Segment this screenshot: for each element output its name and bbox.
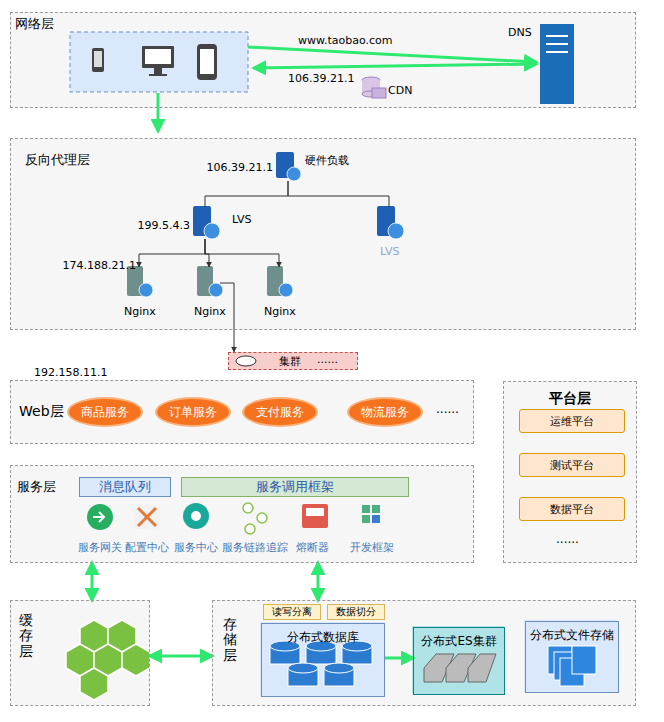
text-label: ......	[436, 402, 459, 416]
flow-arrow	[91, 563, 94, 600]
node-heading: 缓存层	[19, 613, 33, 659]
link-line	[288, 181, 389, 207]
cluster-box: 集群......	[228, 352, 358, 370]
layer-band: 存储层 读写分离 数据切分分布式数据库 分布式ES集群 分布式文件存储	[212, 600, 636, 706]
platform-box: 测试平台	[519, 453, 625, 477]
node-heading: 分布式ES集群	[414, 633, 504, 650]
text-label: 配置中心	[125, 540, 169, 555]
text-label: CDN	[388, 84, 412, 97]
node-label: 测试平台	[550, 458, 594, 473]
text-label: 服务链路追踪	[222, 540, 288, 555]
node-label: 商品服务	[81, 404, 129, 421]
node-heading: 硬件负载	[305, 153, 349, 168]
node-label: 消息队列	[99, 478, 151, 496]
node-heading: 分布式数据库	[262, 629, 384, 646]
layer-band: 缓存层	[10, 600, 150, 706]
node-heading: 集群	[279, 354, 301, 369]
node-heading: 平台层	[504, 390, 636, 408]
node-label: 运维平台	[550, 414, 594, 429]
server-node: 174.188.21.1Nginx	[128, 267, 150, 299]
flow-arrow	[385, 657, 413, 660]
node-heading: 分布式文件存储	[526, 627, 618, 644]
text-label: 熔断器	[296, 540, 329, 555]
node-heading: 服务层	[17, 478, 56, 496]
text-label: DNS	[508, 26, 532, 39]
node-heading: 174.188.21.1	[63, 259, 136, 272]
platform-box: 数据平台	[519, 497, 625, 521]
text-label: 开发框架	[350, 540, 394, 555]
node-heading: Nginx	[264, 305, 296, 318]
link-line	[205, 239, 279, 267]
text-label: ......	[556, 532, 579, 546]
storage-box: 分布式文件存储	[525, 621, 619, 693]
platform-box: 运维平台	[519, 409, 625, 433]
server-node: Nginx	[198, 267, 220, 299]
flow-arrow	[150, 655, 212, 658]
server-node: 106.39.21.1硬件负载	[277, 153, 299, 181]
text-label: 106.39.21.1	[288, 72, 354, 85]
node-label: 支付服务	[256, 404, 304, 421]
node-heading: 199.5.4.3	[138, 219, 190, 232]
text-label: www.taobao.com	[298, 34, 393, 47]
node-label: 物流服务	[361, 404, 409, 421]
node-heading: Nginx	[124, 305, 156, 318]
service-oval: 商品服务	[67, 397, 143, 427]
flow-arrow	[317, 563, 320, 600]
layer-band: 网络层	[10, 12, 636, 108]
node-label: 读写分离	[272, 605, 312, 619]
node-heading: 存储层	[223, 617, 237, 663]
text-label: 192.158.11.1	[34, 366, 107, 379]
layer-band: 反向代理层106.39.21.1硬件负载199.5.4.3LVSLVS174.1…	[10, 138, 636, 330]
node-label: 服务调用框架	[256, 478, 334, 496]
node-heading: 反向代理层	[25, 151, 90, 169]
text-label: 服务网关	[78, 540, 122, 555]
framework-box: 服务调用框架	[181, 477, 409, 497]
service-oval: 支付服务	[242, 397, 318, 427]
storage-box: 分布式数据库	[261, 623, 385, 697]
tag-box: 数据切分	[327, 604, 385, 620]
node-heading: LVS	[380, 245, 399, 258]
node-label: 订单服务	[169, 404, 217, 421]
node-heading: 网络层	[15, 15, 54, 33]
server-node: LVS	[378, 207, 400, 239]
link-line	[139, 239, 205, 267]
link-line	[205, 239, 209, 267]
node-heading: LVS	[232, 213, 251, 226]
node-heading: Web层	[19, 403, 64, 421]
server-node: Nginx	[268, 267, 290, 299]
link-line	[205, 181, 288, 207]
node-label: 数据平台	[550, 502, 594, 517]
node-label: 数据切分	[336, 605, 376, 619]
queue-box: 消息队列	[79, 477, 171, 497]
text-label: 服务中心	[174, 540, 218, 555]
node-heading: 106.39.21.1	[207, 161, 273, 174]
node-heading: Nginx	[194, 305, 226, 318]
service-oval: 物流服务	[347, 397, 423, 427]
tag-box: 读写分离	[263, 604, 321, 620]
node-heading: ......	[317, 353, 338, 366]
server-node: 199.5.4.3LVS	[194, 207, 216, 239]
service-oval: 订单服务	[155, 397, 231, 427]
layer-band: Web层商品服务 订单服务 支付服务 物流服务	[10, 380, 474, 444]
storage-box: 分布式ES集群	[413, 627, 505, 695]
